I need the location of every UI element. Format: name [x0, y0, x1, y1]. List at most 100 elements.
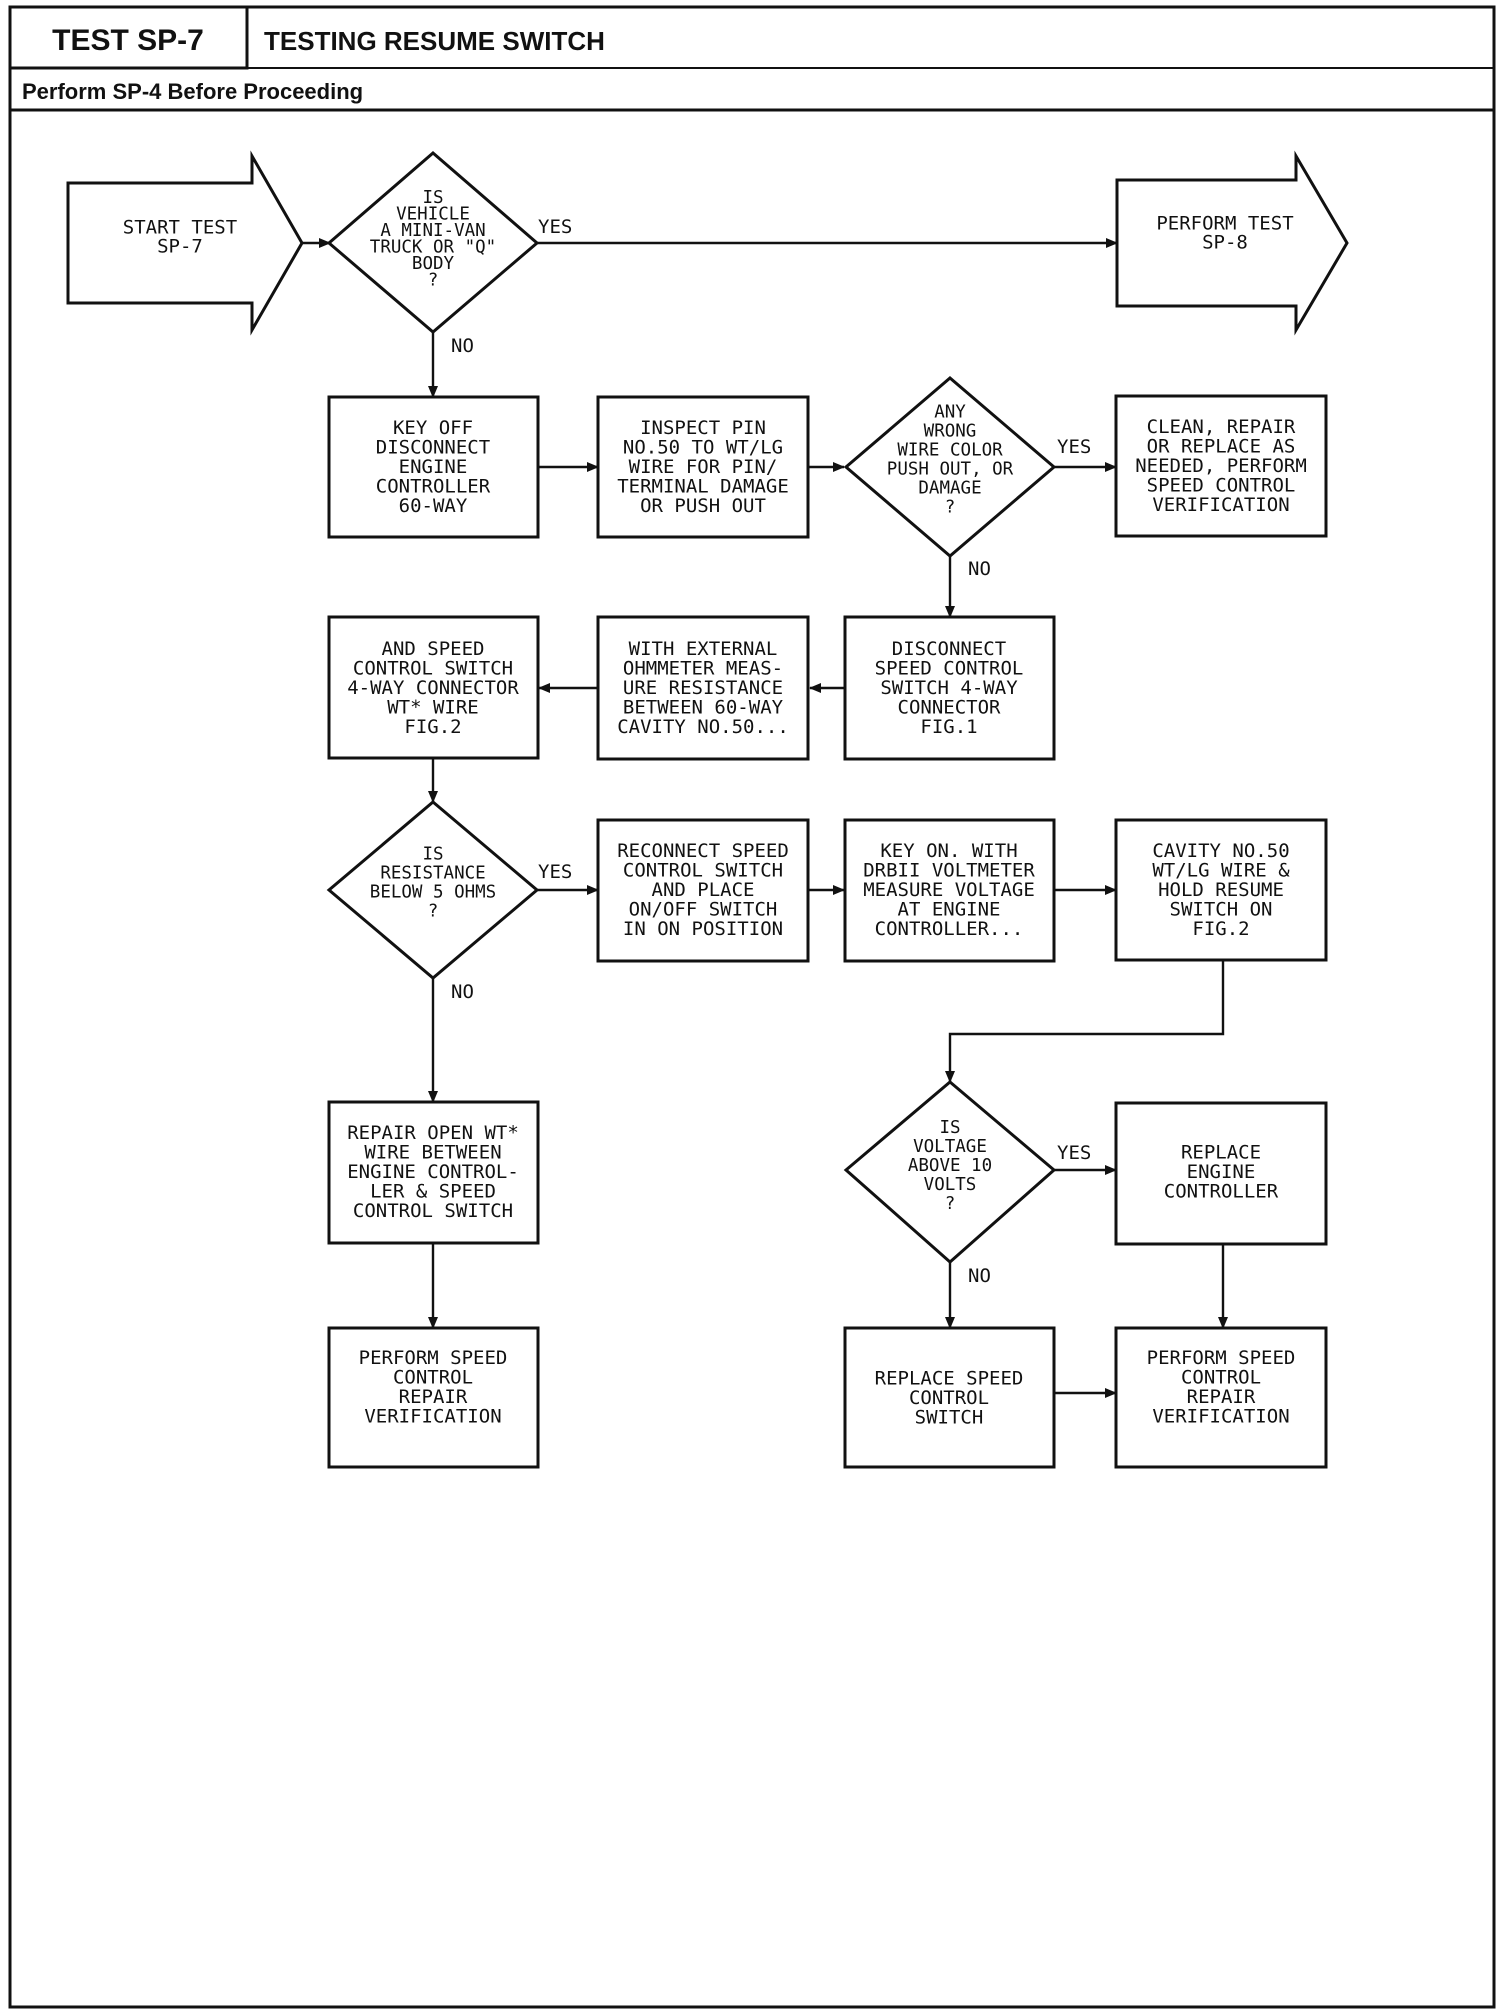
node-label-line: IS — [939, 1118, 960, 1138]
node-label-line: 60-WAY — [399, 495, 468, 517]
node-label-line: ? — [945, 1194, 956, 1214]
node-label-line: CONTROL SWITCH — [623, 860, 783, 882]
node-label-line: WT/LG WIRE & — [1152, 860, 1290, 882]
page-frame — [8, 5, 1496, 2009]
node-label-line: IS — [422, 845, 443, 865]
test-id-box — [8, 5, 249, 70]
wire-no-label: NO — [968, 558, 991, 580]
node-label-line: CONTROLLER — [1164, 1181, 1279, 1203]
node-label-line: OR PUSH OUT — [640, 495, 766, 517]
node-label-line: CONTROL SWITCH — [353, 658, 513, 680]
node-label-line: OHMMETER MEAS- — [623, 658, 783, 680]
node-label-line: CONTROLLER... — [875, 918, 1024, 940]
voltage-no-label: NO — [968, 1265, 991, 1287]
page-title: TESTING RESUME SWITCH — [264, 26, 605, 56]
node-label-line: URE RESISTANCE — [623, 677, 783, 699]
resistance-yes-label: YES — [538, 861, 572, 883]
node-label-line: TERMINAL DAMAGE — [617, 476, 789, 498]
node-label-line: VEHICLE — [396, 204, 470, 224]
node-label-line: WRONG — [924, 422, 977, 442]
node-label-line: WIRE BETWEEN — [364, 1142, 501, 1164]
node-label-line: DISCONNECT — [376, 437, 490, 459]
node-label-line: DRBII VOLTMETER — [863, 860, 1035, 882]
prerequisite-note: Perform SP-4 Before Proceeding — [22, 79, 363, 104]
node-label-line: 4-WAY CONNECTOR — [347, 677, 519, 699]
node-label-line: KEY ON. WITH — [880, 840, 1017, 862]
node-label-line: TRUCK OR "Q" — [370, 237, 496, 257]
node-label-line: INSPECT PIN — [640, 417, 766, 439]
node-label-line: SP-7 — [157, 236, 203, 258]
node-label-line: SWITCH ON — [1170, 899, 1273, 921]
node-label-line: CONTROL — [909, 1387, 989, 1409]
node-label-line: PUSH OUT, OR — [887, 460, 1014, 480]
node-label-line: VERIFICATION — [1152, 494, 1289, 516]
node-label-line: SWITCH — [915, 1407, 984, 1429]
node-label-line: CONTROL — [1181, 1366, 1261, 1388]
node-label-line: HOLD RESUME — [1158, 879, 1284, 901]
node-label-line: CONTROLLER — [376, 476, 491, 498]
node-label-line: WIRE COLOR — [897, 441, 1003, 461]
node-label-line: ANY — [934, 403, 966, 423]
node-label-line: NO.50 TO WT/LG — [623, 437, 783, 459]
vehicle-yes-label: YES — [538, 216, 572, 238]
node-label-line: PERFORM SPEED — [1147, 1347, 1296, 1369]
node-label-line: ABOVE 10 — [908, 1156, 992, 1176]
node-label-line: ENGINE — [399, 456, 468, 478]
node-label-line: PERFORM TEST — [1156, 213, 1293, 235]
node-label-line: REPAIR — [1187, 1386, 1256, 1408]
node-label-line: LER & SPEED — [370, 1181, 496, 1203]
wire-yes-label: YES — [1057, 436, 1091, 458]
connectors — [302, 238, 1228, 1398]
node-label-line: CLEAN, REPAIR — [1147, 416, 1296, 438]
node-label-line: VOLTAGE — [913, 1137, 987, 1157]
node-label-line: FIG.2 — [404, 716, 461, 738]
node-label-line: ENGINE CONTROL- — [347, 1161, 519, 1183]
node-label-line: BELOW 5 OHMS — [370, 883, 496, 903]
connector-cavity-to-voltage — [945, 960, 1225, 1083]
node-label-line: ON/OFF SWITCH — [629, 899, 778, 921]
node-label-line: CONTROL — [393, 1366, 473, 1388]
node-label-line: ENGINE — [1187, 1161, 1256, 1183]
node-label-line: CAVITY NO.50... — [617, 716, 789, 738]
vehicle-no-label: NO — [451, 335, 474, 357]
node-label-line: SPEED CONTROL — [875, 658, 1024, 680]
node-label-line: SWITCH 4-WAY — [880, 677, 1018, 699]
node-label-line: WITH EXTERNAL — [629, 638, 778, 660]
node-label-line: VERIFICATION — [364, 1405, 501, 1427]
voltage-yes-label: YES — [1057, 1142, 1091, 1164]
node-label-line: CONNECTOR — [898, 697, 1002, 719]
node-label-line: FIG.1 — [920, 716, 977, 738]
node-label-line: PERFORM SPEED — [359, 1347, 508, 1369]
node-label-line: FIG.2 — [1192, 918, 1249, 940]
node-label-line: SP-8 — [1202, 232, 1248, 254]
node-label-line: DISCONNECT — [892, 638, 1006, 660]
node-label-line: REPAIR OPEN WT* — [347, 1122, 519, 1144]
